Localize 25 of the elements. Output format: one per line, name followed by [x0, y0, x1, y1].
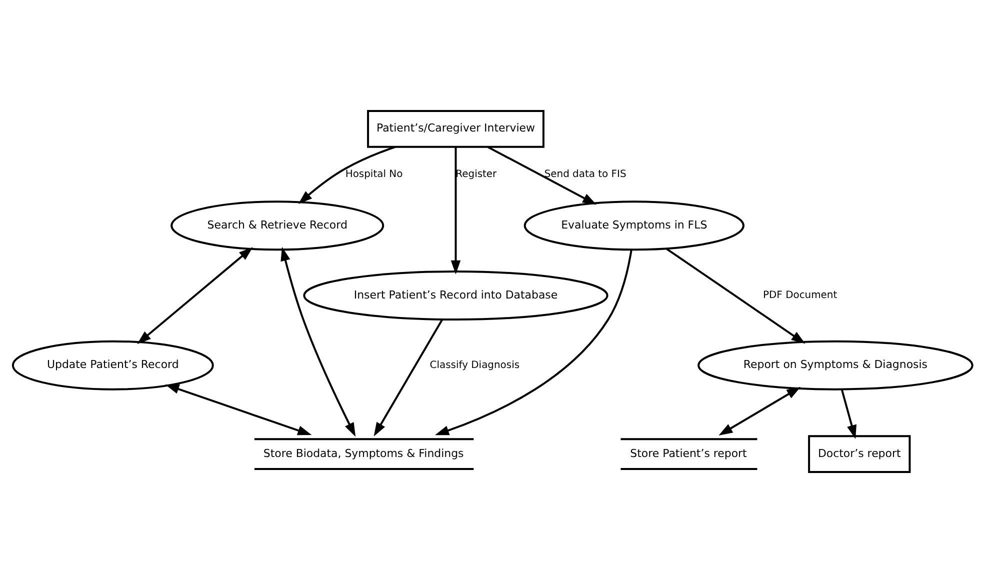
edge-label: Classify Diagnosis — [430, 359, 520, 370]
node-text: Store Biodata, Symptoms & Findings — [263, 446, 464, 460]
edge-label: Register — [456, 168, 497, 180]
node-ellipse: Update Patient’s Record — [12, 340, 214, 390]
edge-label: Send data to FIS — [544, 168, 626, 180]
arrow — [840, 388, 856, 439]
node-ellipse: Insert Patient’s Record into Database — [303, 270, 608, 320]
arrow — [165, 384, 312, 435]
arrow — [434, 249, 632, 435]
node-ellipse: Evaluate Symptoms in FLS — [524, 200, 744, 250]
arrow — [666, 247, 806, 344]
arrow — [280, 246, 356, 436]
node-box: Doctor’s report — [808, 434, 911, 473]
edge-label: Hospital No — [345, 168, 403, 180]
node-text: Store Patient’s report — [630, 446, 747, 460]
arrow — [450, 146, 461, 274]
node-box: Patient’s/Caregiver Interview — [367, 109, 544, 148]
node-ellipse: Search & Retrieve Record — [170, 200, 384, 250]
node-ellipse: Report on Symptoms & Diagnosis — [698, 340, 974, 390]
arrow — [374, 318, 444, 436]
arrow — [137, 246, 253, 344]
arrow — [298, 145, 396, 204]
arrow — [718, 386, 801, 435]
arrow — [488, 146, 597, 204]
edge-label: PDF Document — [763, 289, 838, 300]
